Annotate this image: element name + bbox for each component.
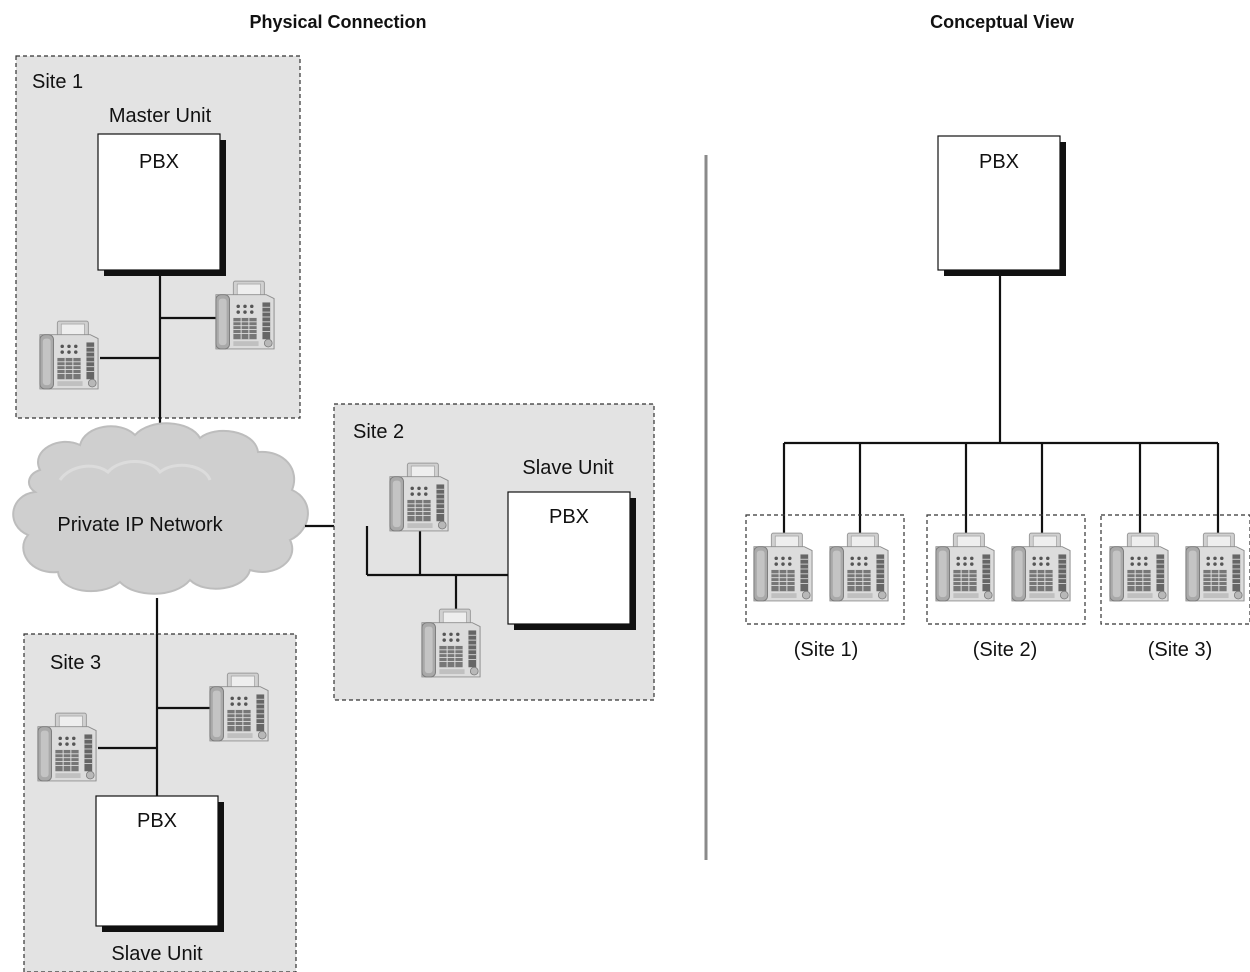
site-3-label: Site 3: [50, 652, 101, 674]
desk-phone-icon: [1110, 533, 1168, 601]
conceptual-site-2-group: [927, 515, 1085, 624]
conceptual-site-1-label: (Site 1): [794, 639, 858, 661]
site-2-unit-label: Slave Unit: [522, 457, 614, 479]
site-3-pbx-label: PBX: [137, 810, 177, 832]
master-unit-label: Master Unit: [109, 105, 212, 127]
conceptual-view-heading: Conceptual View: [930, 12, 1075, 32]
conceptual-site-2-label: (Site 2): [973, 639, 1037, 661]
conceptual-site-3-group: [1101, 515, 1250, 624]
conceptual-pbx-label: PBX: [979, 151, 1019, 173]
desk-phone-icon: [1012, 533, 1070, 601]
desk-phone-icon: [1186, 533, 1244, 601]
desk-phone-icon: [936, 533, 994, 601]
private-ip-network-label: Private IP Network: [57, 514, 223, 536]
site-1-pbx-label: PBX: [139, 151, 179, 173]
conceptual-site-3-label: (Site 3): [1148, 639, 1212, 661]
conceptual-site-1-group: [746, 515, 904, 624]
site-1-label: Site 1: [32, 71, 83, 93]
network-cloud-icon: [13, 423, 308, 593]
desk-phone-icon: [754, 533, 812, 601]
site-2-label: Site 2: [353, 421, 404, 443]
physical-connection-heading: Physical Connection: [249, 12, 426, 32]
desk-phone-icon: [830, 533, 888, 601]
site-2-pbx-label: PBX: [549, 506, 589, 528]
site-3-unit-label: Slave Unit: [111, 943, 203, 965]
